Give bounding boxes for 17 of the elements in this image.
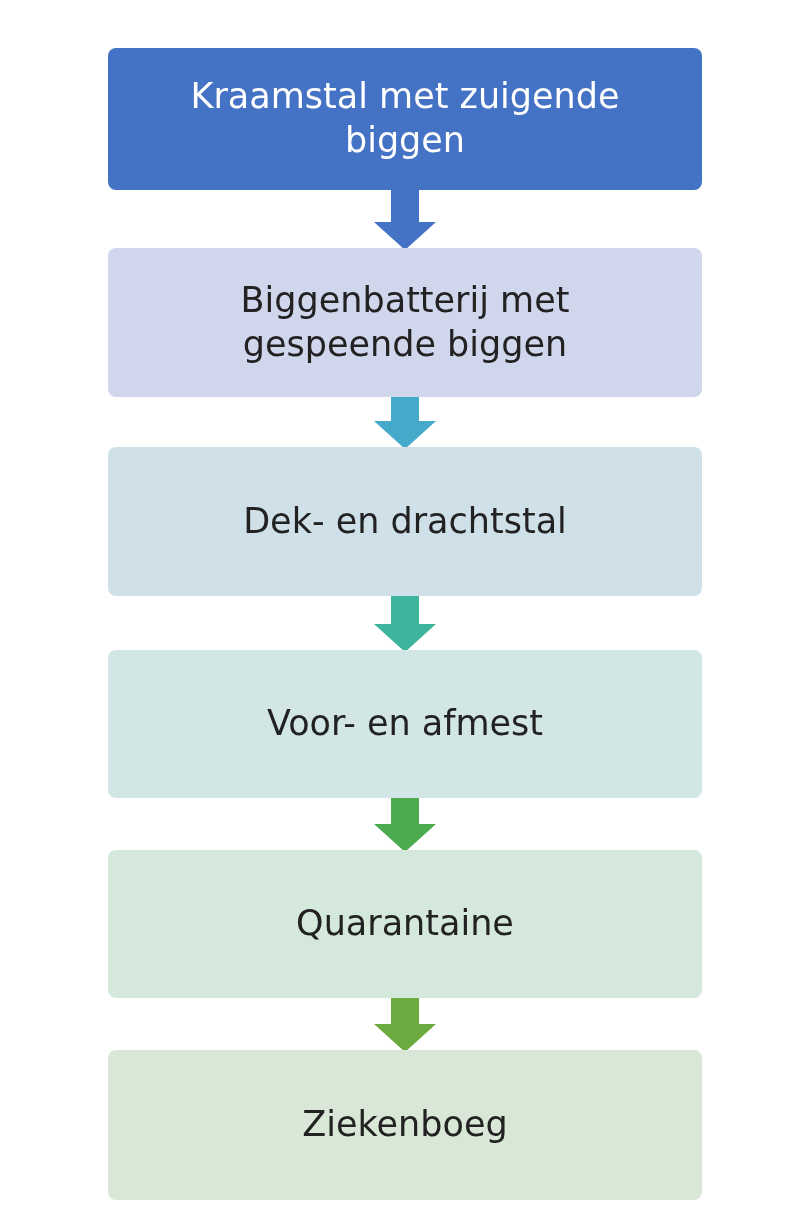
process-box (108, 48, 702, 190)
block-arrow (374, 395, 436, 449)
block-arrow (374, 188, 436, 250)
box-label: Dek- en drachtstal (243, 499, 567, 543)
process-box (108, 650, 702, 798)
block-arrow (374, 996, 436, 1052)
box-label: Quarantaine (296, 902, 514, 946)
box-label: Biggenbatterij met gespeende biggen (239, 278, 571, 366)
block-arrow (374, 796, 436, 852)
block-arrow (374, 594, 436, 652)
box-label: Ziekenboeg (302, 1103, 508, 1147)
box-label: Kraamstal met zuigende biggen (189, 75, 621, 162)
process-box (108, 447, 702, 596)
process-box (108, 850, 702, 998)
box-label: Voor- en afmest (266, 702, 544, 746)
process-box (108, 248, 702, 397)
process-box (108, 1050, 702, 1200)
